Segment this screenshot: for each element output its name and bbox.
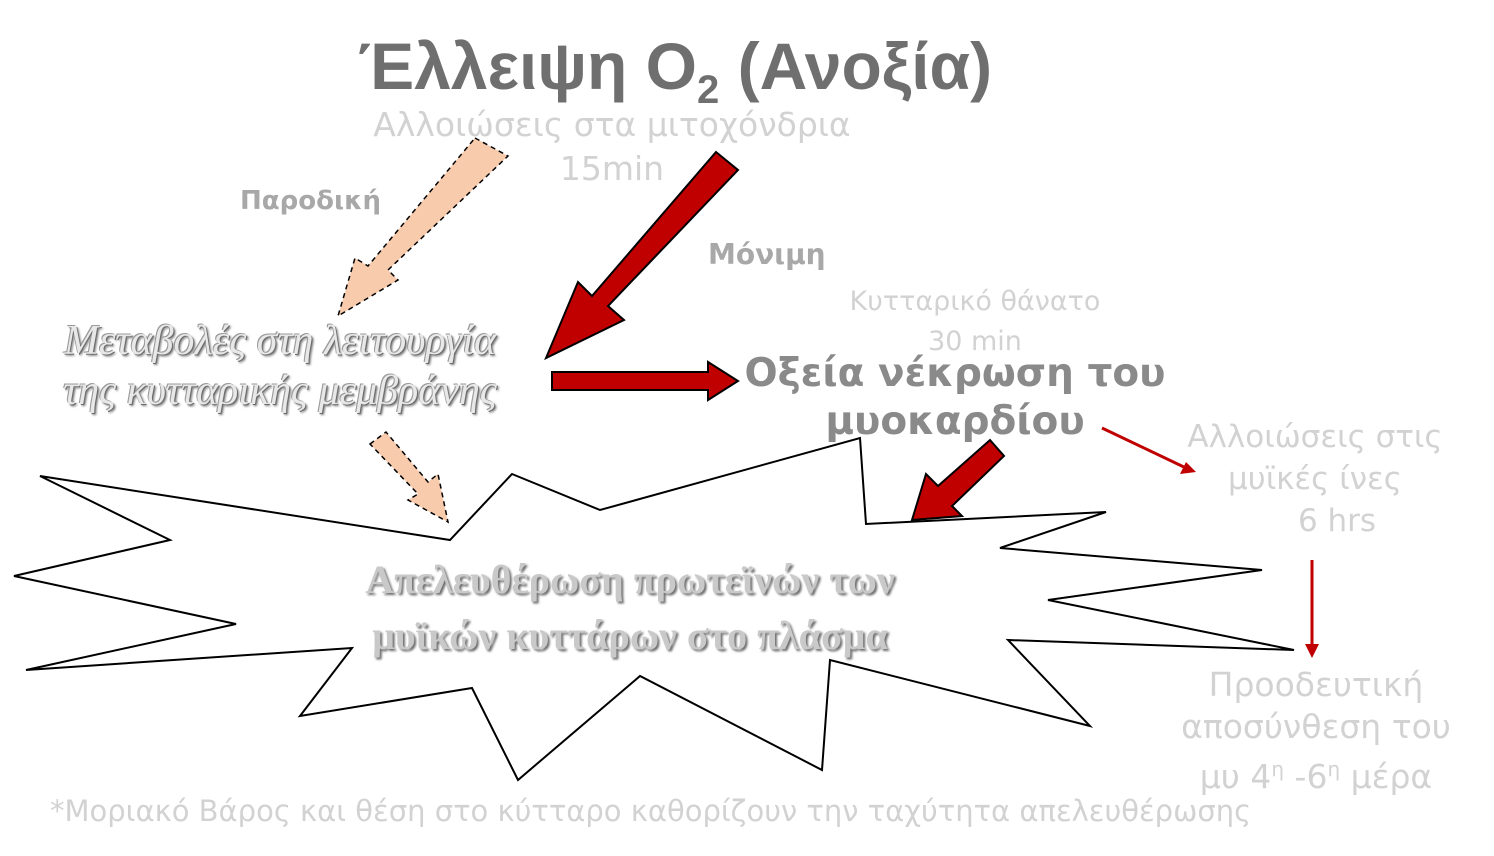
membrane-label: Μεταβολές στη λειτουργία της κυτταρικής … bbox=[20, 316, 540, 416]
cell-death-label: Κυτταρικό θάνατο 30 min bbox=[820, 282, 1130, 362]
decomposition-line3: μυ 4η -6η μέρα bbox=[1199, 757, 1433, 796]
transient-label: Παροδική bbox=[240, 186, 382, 216]
membrane-release-arrow bbox=[368, 430, 450, 524]
transient-arrow bbox=[336, 137, 510, 318]
mitochondria-label: Αλλοιώσεις στα μιτοχόνδρια 15min bbox=[352, 103, 872, 191]
decomposition-line1: Προοδευτική bbox=[1208, 665, 1424, 704]
footnote: *Μοριακό Βάρος και θέση στο κύτταρο καθο… bbox=[50, 794, 1252, 828]
membrane-line2: της κυτταρικής μεμβράνης bbox=[63, 368, 497, 414]
page-title: Έλλειψη Ο2 (Ανοξία) bbox=[0, 28, 1350, 113]
release-label: Απελευθέρωση πρωτεϊνών των μυϊκών κυττάρ… bbox=[260, 552, 1000, 664]
necrosis-line1: Οξεία νέκρωση του bbox=[744, 351, 1166, 396]
necrosis-label: Οξεία νέκρωση του μυοκαρδίου bbox=[730, 350, 1180, 446]
decomposition-arrow-head bbox=[1305, 644, 1319, 658]
mitochondria-line2: 15min bbox=[559, 149, 665, 188]
title-subscript: 2 bbox=[697, 68, 720, 112]
fibers-label: Αλλοιώσεις στις μυϊκές ίνες 6 hrs bbox=[1170, 416, 1460, 542]
fibers-arrow-line bbox=[1101, 426, 1187, 470]
membrane-line1: Μεταβολές στη λειτουργία bbox=[63, 318, 497, 364]
title-main: Έλλειψη Ο bbox=[357, 29, 697, 103]
fibers-line2: μυϊκές ίνες bbox=[1228, 461, 1402, 497]
decomposition-line2: αποσύνθεση του bbox=[1181, 707, 1451, 746]
cell-death-line1: Κυτταρικό θάνατο bbox=[849, 286, 1101, 317]
fibers-arrow-head bbox=[1180, 462, 1196, 474]
title-suffix: (Ανοξία) bbox=[719, 29, 993, 103]
necrosis-arrow bbox=[551, 360, 740, 402]
necrosis-line2: μυοκαρδίου bbox=[825, 399, 1085, 444]
decomposition-label: Προοδευτική αποσύνθεση του μυ 4η -6η μέρ… bbox=[1166, 664, 1466, 798]
cell-death-line2: 30 min bbox=[928, 326, 1022, 357]
permanent-arrow bbox=[544, 150, 740, 361]
permanent-label: Μόνιμη bbox=[708, 238, 826, 271]
release-line2: μυϊκών κυττάρων στο πλάσμα bbox=[372, 613, 888, 658]
mitochondria-line1: Αλλοιώσεις στα μιτοχόνδρια bbox=[373, 105, 851, 144]
fibers-line1: Αλλοιώσεις στις bbox=[1187, 419, 1443, 455]
release-starburst bbox=[13, 436, 1295, 782]
fibers-line3: 6 hrs bbox=[1297, 503, 1377, 539]
release-line1: Απελευθέρωση πρωτεϊνών των bbox=[365, 557, 895, 602]
necrosis-release-arrow bbox=[910, 438, 1006, 522]
